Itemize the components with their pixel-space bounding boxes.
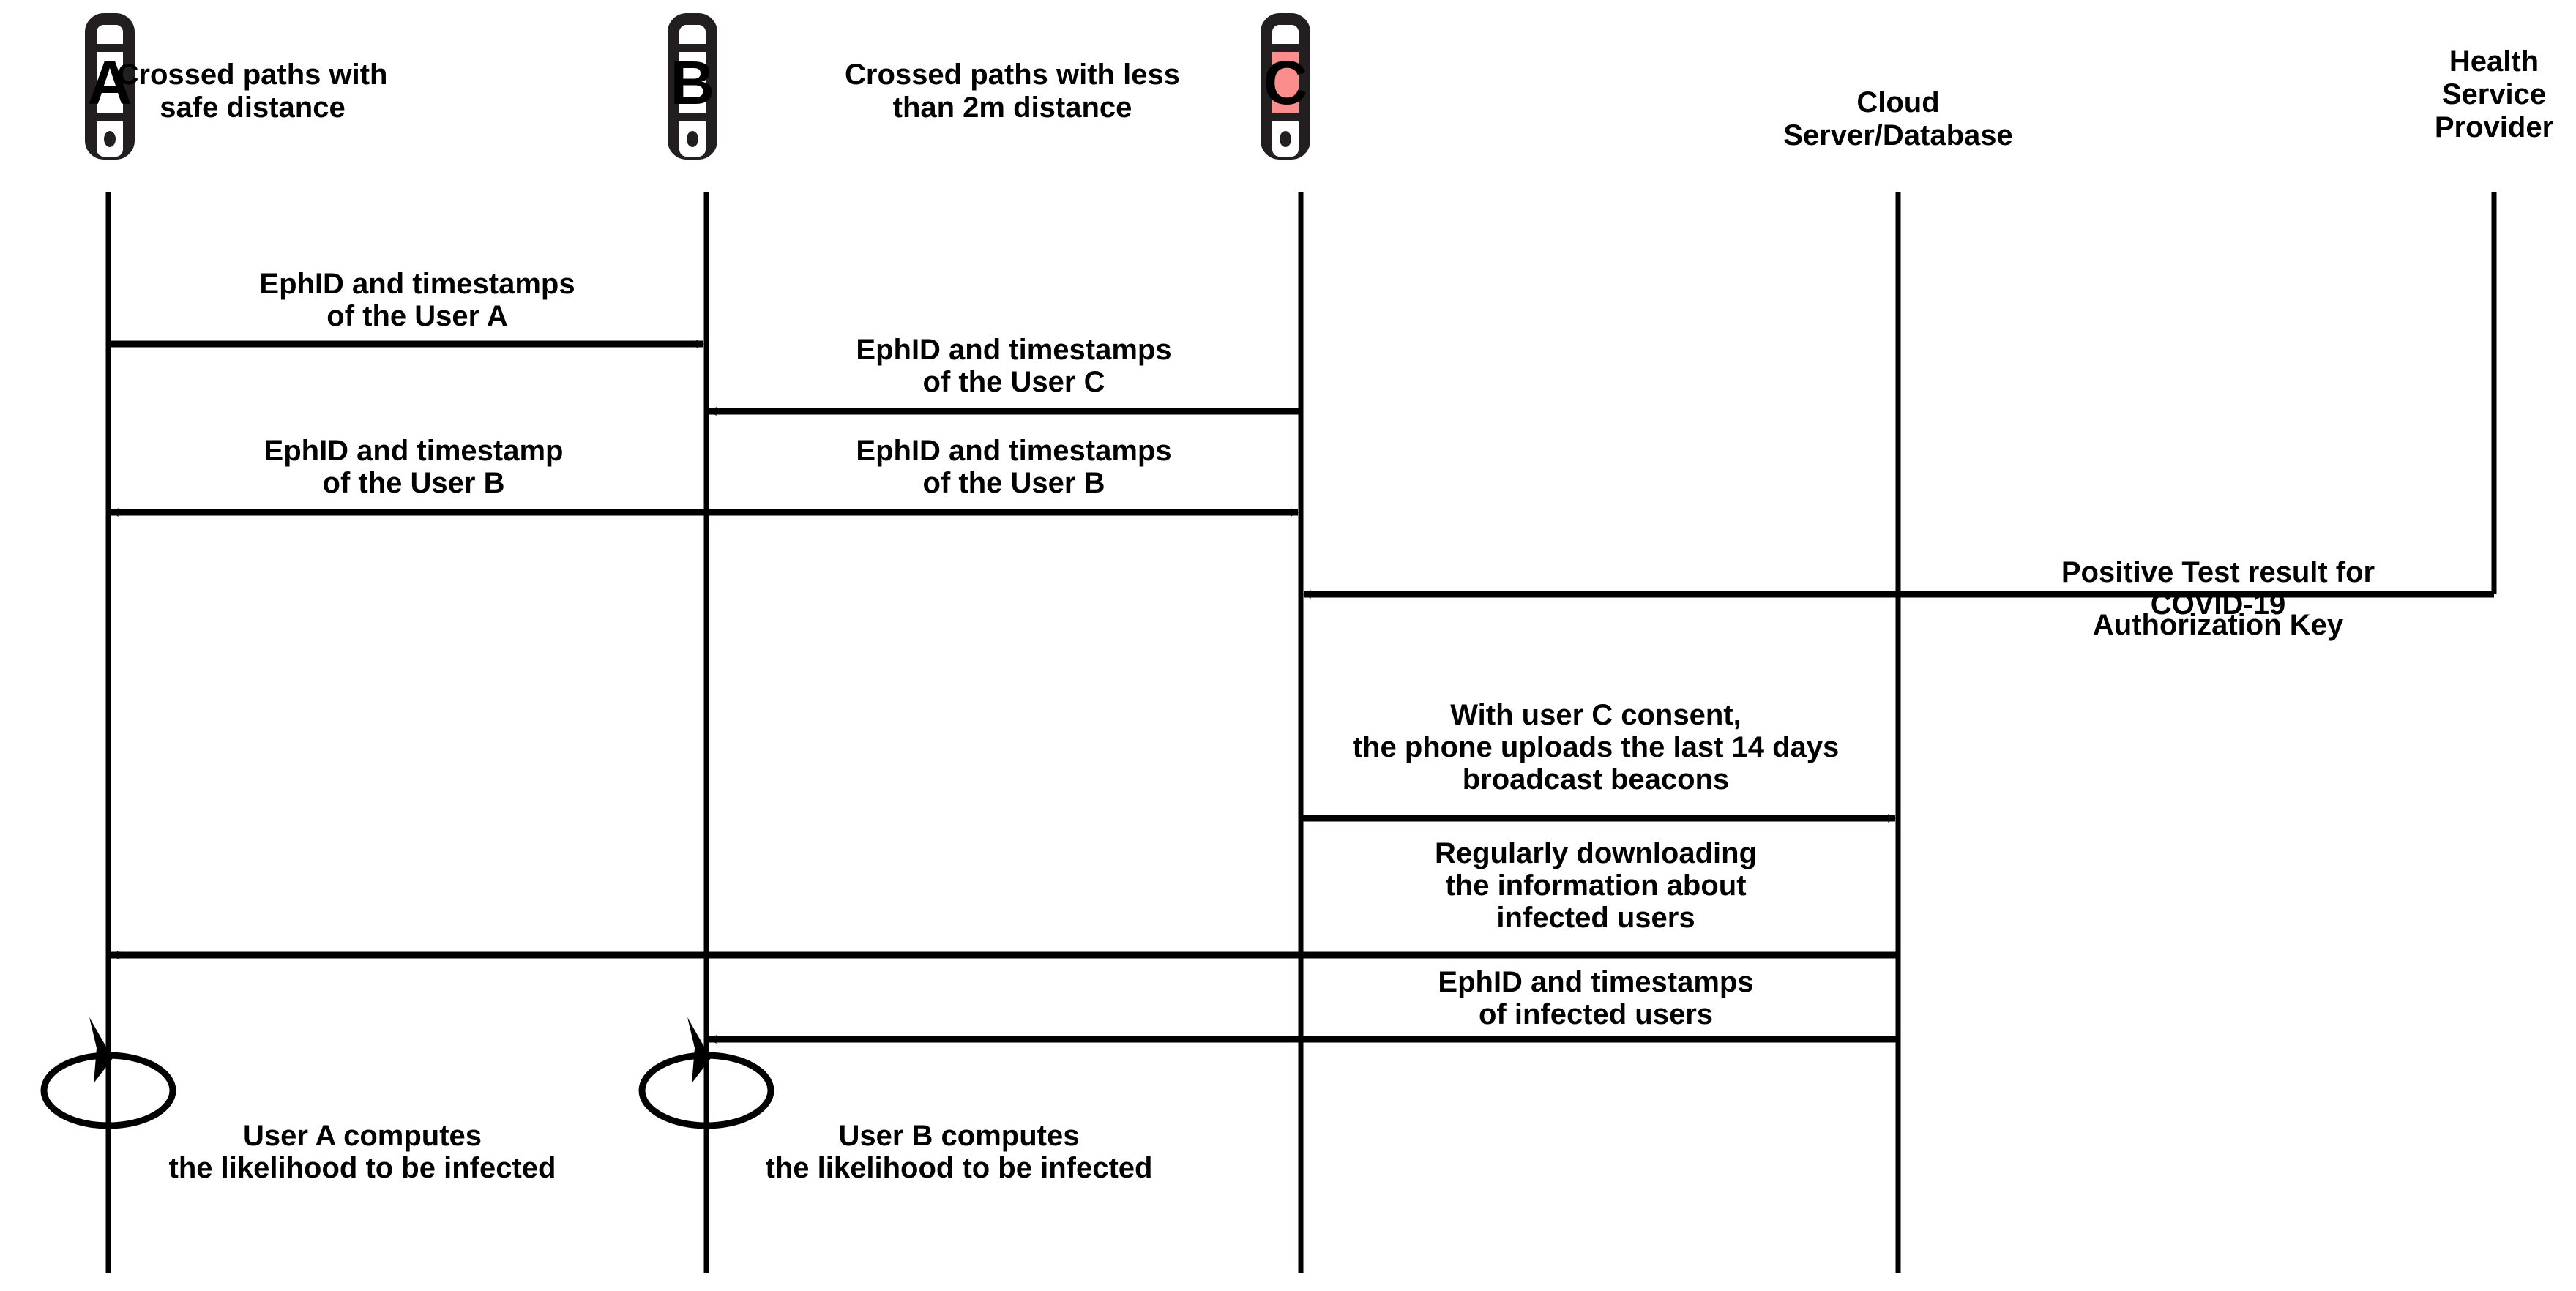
self-message-label-s2: User B computes the likelihood to be inf… [765,1120,1153,1184]
phone-earpiece [679,25,706,52]
self-loop-arrowhead-s2 [687,1017,711,1083]
phone-home-dot [1280,131,1291,147]
phone-home-button [1272,121,1299,157]
self-message-label-s1: User A computes the likelihood to be inf… [168,1120,556,1184]
message-label-m5: Positive Test result for COVID-19 [2061,556,2375,621]
self-message-loops-group [40,1017,774,1129]
actor-caption-health-service-provider: Health Service Provider [2434,45,2554,143]
message-label-m5-secondary: Authorization Key [2092,609,2344,641]
phone-icon-user-a: A [85,13,135,160]
message-label-m8: EphID and timestamps of infected users [1438,966,1754,1030]
phone-screen-letter-b: B [671,52,714,121]
message-label-m1: EphID and timestamps of the User A [259,268,575,332]
message-label-m6: With user C consent, the phone uploads t… [1352,699,1840,796]
message-label-m3: EphID and timestamp of the User B [264,435,564,499]
message-arrows-group [108,340,2494,1044]
phone-icon-user-c: C [1261,13,1310,160]
phone-home-button [679,121,706,157]
message-label-m2: EphID and timestamps of the User C [856,334,1172,398]
phone-icon-user-b: B [668,13,717,160]
phone-earpiece [97,25,123,52]
actor-caption-user-b: Crossed paths with less than 2m distance [845,59,1180,124]
actor-caption-cloud-server: Cloud Server/Database [1783,86,2013,151]
phone-earpiece [1272,25,1299,52]
self-loop-arrowhead-s1 [89,1017,113,1083]
actor-caption-user-a: Crossed paths with safe distance [117,59,388,124]
message-label-m4: EphID and timestamps of the User B [856,435,1172,499]
phone-screen-letter-c: C [1263,52,1307,121]
message-label-m7: Regularly downloading the information ab… [1434,837,1758,934]
phone-home-dot [104,131,116,147]
phone-home-dot [687,131,698,147]
lifelines-group [105,192,2497,1273]
phone-home-button [97,121,123,157]
